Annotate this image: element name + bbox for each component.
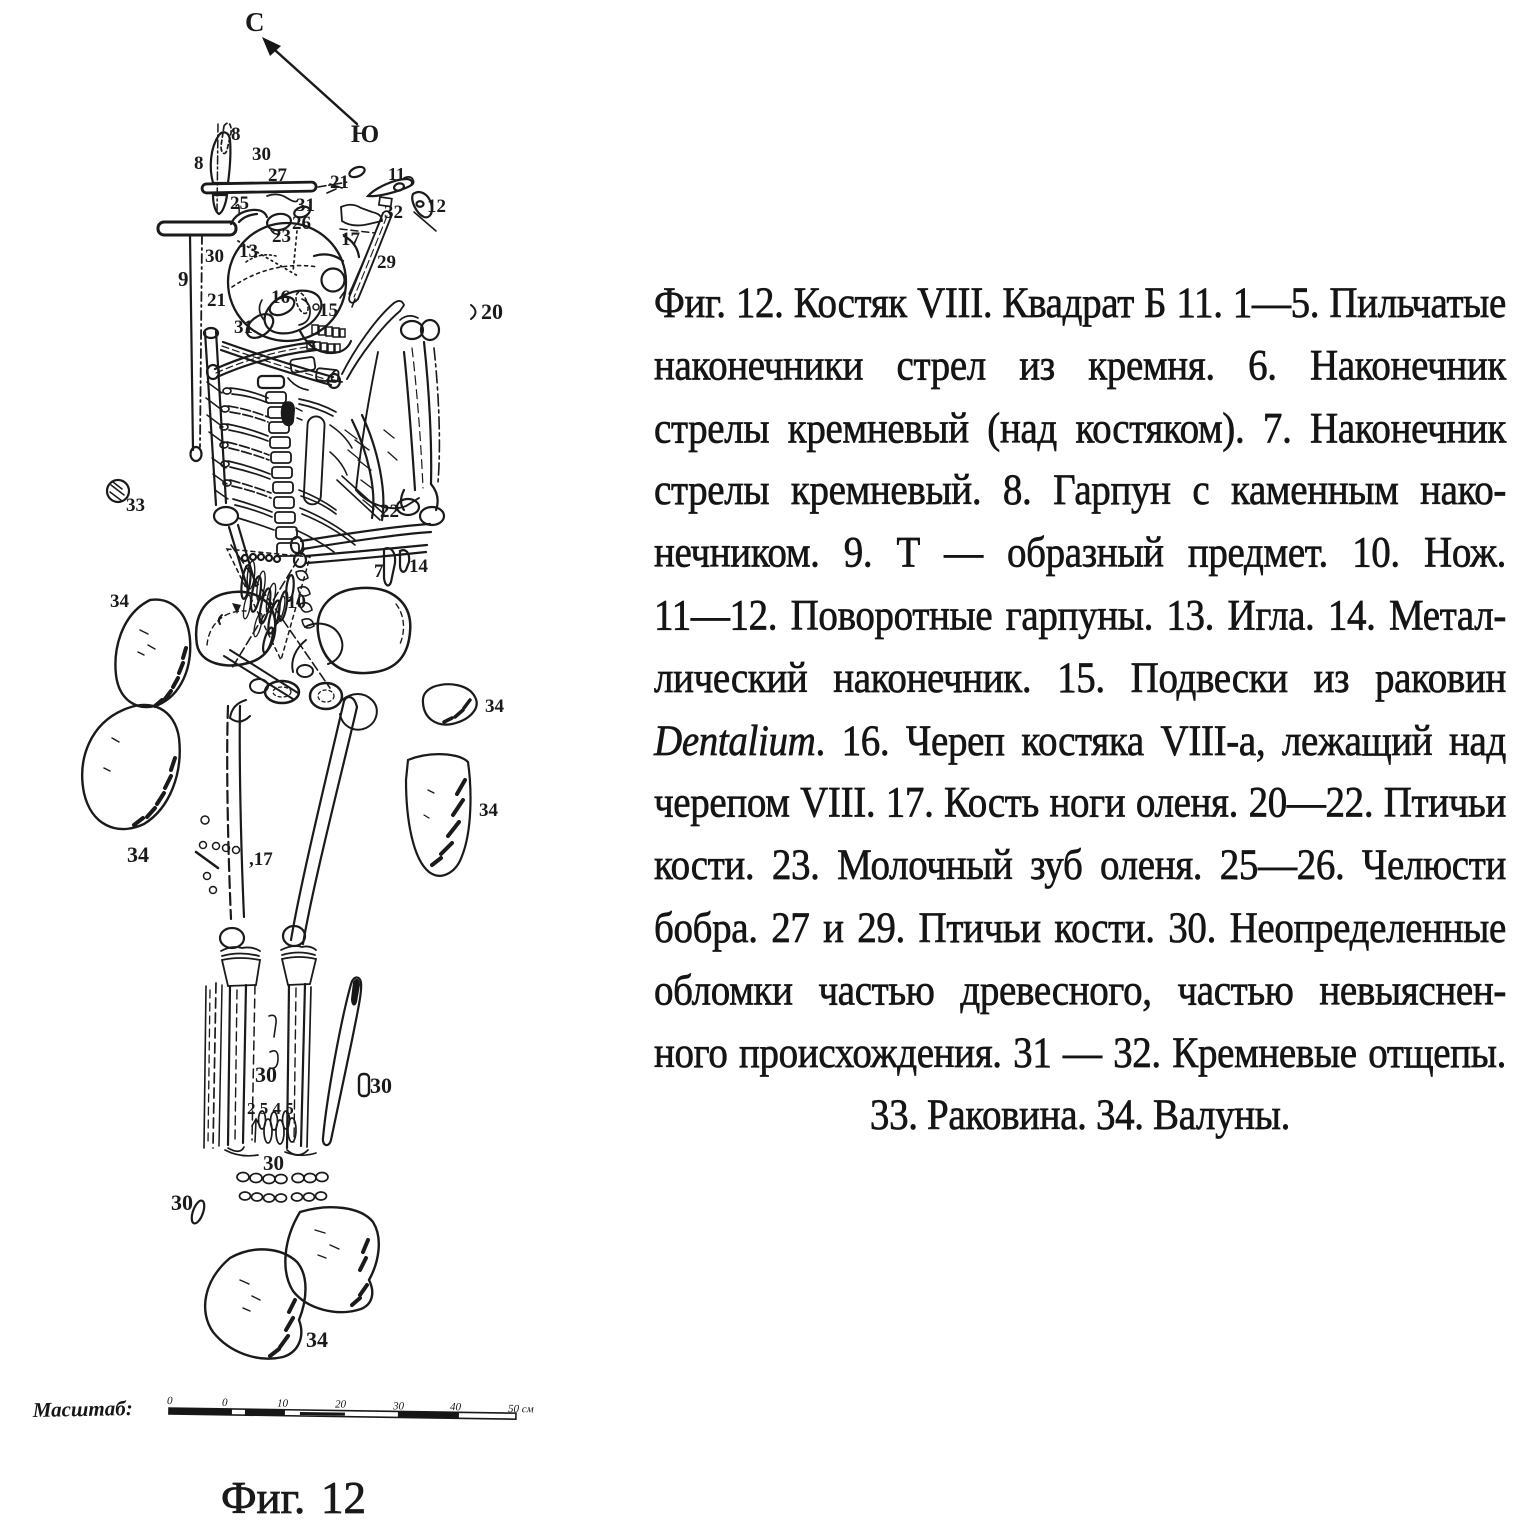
svg-text:34: 34 bbox=[479, 800, 499, 821]
svg-text:25: 25 bbox=[230, 193, 249, 214]
svg-text:40: 40 bbox=[450, 1401, 462, 1413]
svg-text:34: 34 bbox=[306, 1327, 328, 1352]
svg-text:30: 30 bbox=[255, 1062, 277, 1087]
svg-text:33: 33 bbox=[126, 495, 145, 516]
svg-text:7: 7 bbox=[374, 561, 384, 582]
svg-text:0: 0 bbox=[167, 1395, 173, 1407]
svg-text:21: 21 bbox=[207, 290, 226, 311]
svg-text:50 см: 50 см bbox=[508, 1403, 534, 1415]
svg-text:8: 8 bbox=[194, 153, 204, 174]
svg-text:27: 27 bbox=[268, 165, 288, 186]
svg-text:30: 30 bbox=[252, 144, 271, 165]
svg-text:10: 10 bbox=[277, 1398, 289, 1410]
svg-text:30: 30 bbox=[263, 1151, 284, 1175]
svg-text:14: 14 bbox=[409, 556, 429, 577]
svg-text:0: 0 bbox=[222, 1397, 228, 1409]
svg-text:30: 30 bbox=[171, 1190, 193, 1215]
svg-text:13: 13 bbox=[239, 241, 258, 262]
svg-text:34: 34 bbox=[110, 591, 130, 612]
svg-text:8: 8 bbox=[231, 124, 241, 145]
svg-text:12: 12 bbox=[321, 1473, 366, 1523]
svg-text:34: 34 bbox=[127, 842, 149, 867]
svg-text:2 5 4 5: 2 5 4 5 bbox=[247, 1099, 294, 1118]
svg-text:Масштаб:: Масштаб: bbox=[31, 1396, 132, 1422]
svg-text:30: 30 bbox=[205, 246, 224, 267]
svg-text:31: 31 bbox=[234, 317, 253, 338]
svg-text:15: 15 bbox=[319, 300, 338, 321]
svg-text:С: С bbox=[245, 7, 265, 37]
svg-text:20: 20 bbox=[335, 1398, 347, 1410]
svg-text:30: 30 bbox=[392, 1400, 405, 1412]
svg-text:20: 20 bbox=[481, 299, 503, 324]
svg-text:,17: ,17 bbox=[249, 849, 273, 870]
svg-text:21: 21 bbox=[330, 172, 349, 193]
svg-text:26: 26 bbox=[292, 213, 311, 234]
svg-text:32: 32 bbox=[384, 202, 403, 223]
svg-text:34: 34 bbox=[485, 696, 505, 717]
svg-text:29: 29 bbox=[377, 252, 396, 273]
svg-text:Ю: Ю bbox=[351, 121, 379, 148]
svg-text:30: 30 bbox=[370, 1073, 392, 1098]
svg-text:9: 9 bbox=[178, 267, 189, 291]
svg-text:Фиг.: Фиг. bbox=[221, 1473, 305, 1523]
